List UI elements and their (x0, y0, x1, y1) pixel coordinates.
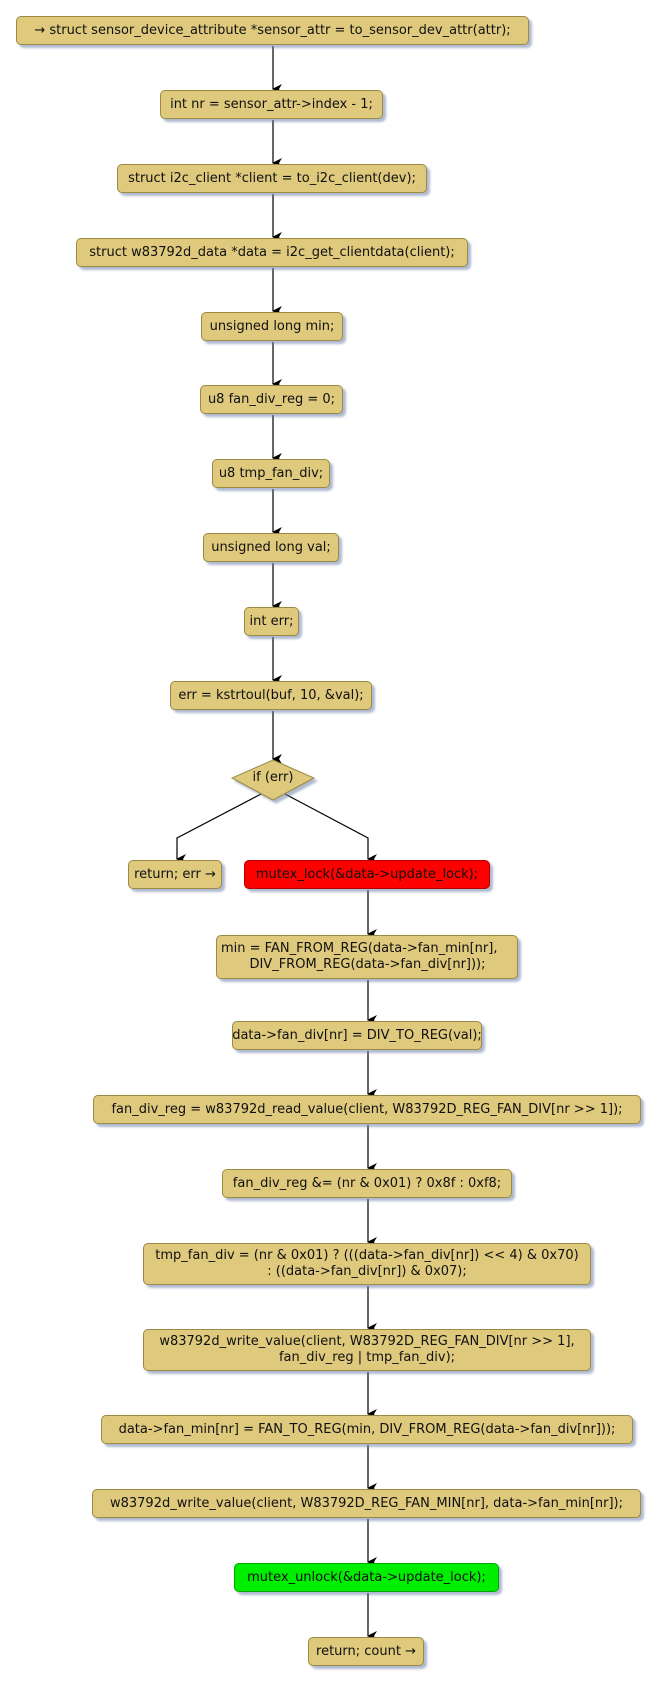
node-mutex-unlock[interactable]: mutex_unlock(&data->update_lock); (234, 1563, 499, 1592)
node-statement[interactable]: data->fan_div[nr] = DIV_TO_REG(val); (232, 1021, 482, 1050)
node-statement[interactable]: w83792d_write_value(client, W83792D_REG_… (92, 1489, 641, 1518)
node-statement[interactable]: int nr = sensor_attr->index - 1; (160, 90, 383, 119)
node-statement[interactable]: err = kstrtoul(buf, 10, &val); (170, 681, 372, 710)
node-statement[interactable]: w83792d_write_value(client, W83792D_REG_… (143, 1329, 591, 1371)
node-statement[interactable]: data->fan_min[nr] = FAN_TO_REG(min, DIV_… (101, 1415, 633, 1444)
node-statement[interactable]: fan_div_reg = w83792d_read_value(client,… (93, 1095, 641, 1124)
edge-arrow (284, 793, 377, 864)
node-statement[interactable]: min = FAN_FROM_REG(data->fan_min[nr], DI… (216, 935, 518, 979)
node-statement[interactable]: tmp_fan_div = (nr & 0x01) ? (((data->fan… (143, 1243, 591, 1285)
node-statement[interactable]: unsigned long val; (203, 533, 339, 562)
decision-diamond (230, 759, 316, 801)
node-mutex-lock[interactable]: mutex_lock(&data->update_lock); (244, 860, 490, 889)
node-return-count[interactable]: return; count → (308, 1637, 424, 1666)
node-statement[interactable]: struct w83792d_data *data = i2c_get_clie… (76, 238, 468, 267)
node-statement[interactable]: u8 fan_div_reg = 0; (200, 385, 343, 414)
node-return-err[interactable]: return; err → (128, 860, 222, 889)
node-statement[interactable]: struct i2c_client *client = to_i2c_clien… (117, 164, 427, 193)
decision-label[interactable]: if (err) (252, 770, 294, 785)
node-statement[interactable]: unsigned long min; (201, 312, 343, 341)
node-statement[interactable]: int err; (244, 607, 299, 636)
edges-layer (176, 46, 377, 1641)
node-statement[interactable]: fan_div_reg &= (nr & 0x01) ? 0x8f : 0xf8… (222, 1169, 512, 1198)
node-statement[interactable]: u8 tmp_fan_div; (212, 459, 330, 488)
node-start[interactable]: → struct sensor_device_attribute *sensor… (16, 16, 529, 45)
edge-arrow (176, 793, 262, 864)
